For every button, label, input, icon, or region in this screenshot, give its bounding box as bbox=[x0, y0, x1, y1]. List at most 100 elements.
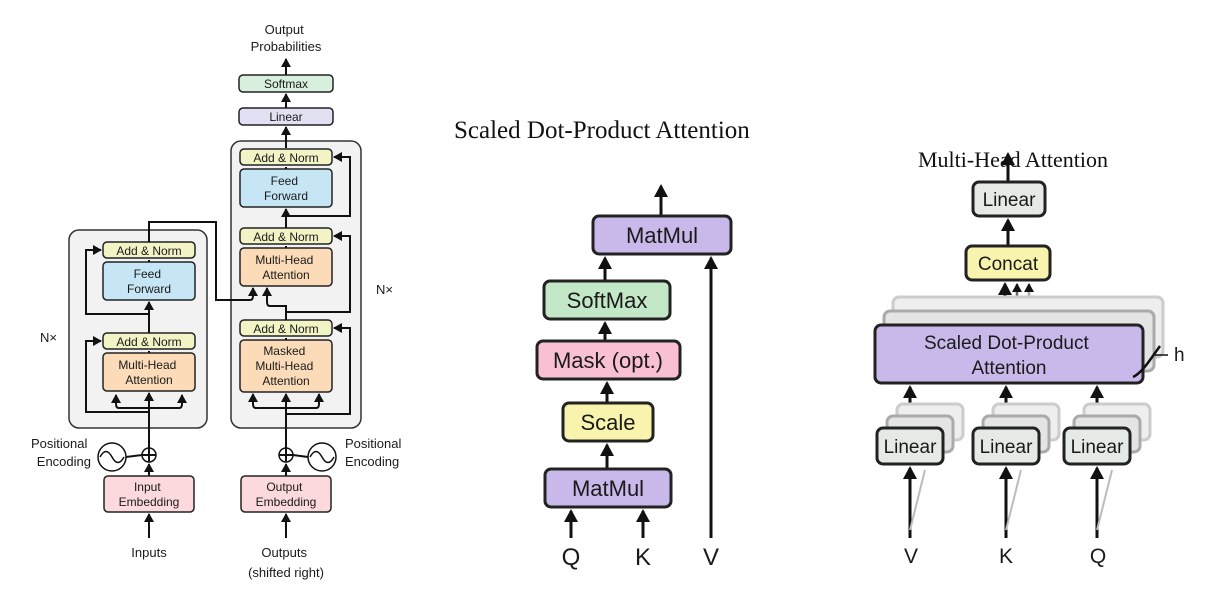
mha-linear-k bbox=[971, 426, 1041, 466]
sdpa-mask bbox=[535, 339, 682, 381]
dec-encoder-kv-1 bbox=[236, 287, 258, 301]
output-embedding-line1: Output bbox=[266, 480, 303, 494]
enc-split-right bbox=[149, 394, 187, 409]
linear-label: Linear bbox=[269, 110, 302, 124]
mha-linear-k-label: Linear bbox=[980, 437, 1033, 458]
decoder-matt-line1: Masked bbox=[263, 344, 305, 358]
mha-linear-top-label: Linear bbox=[983, 190, 1036, 211]
mha-linear-q bbox=[1062, 426, 1132, 466]
enc-split-left bbox=[111, 394, 149, 409]
dec-split-left bbox=[248, 393, 286, 409]
sdpa-v-label: V bbox=[703, 544, 719, 571]
encoder-attention-label: Multi-Head Attention bbox=[118, 358, 179, 387]
decoder-add-norm-top-label: Add & Norm bbox=[253, 151, 318, 165]
encoder-att-line2: Attention bbox=[125, 373, 172, 387]
input-embedding-line2: Embedding bbox=[119, 495, 180, 509]
sdpa-softmax bbox=[542, 279, 672, 321]
enc-residual-2 bbox=[85, 245, 149, 315]
scaled-dot-product-attention: Scaled Dot-Product Attention MatMul Soft… bbox=[454, 117, 750, 571]
linear-box bbox=[238, 107, 334, 126]
encoder-sine-wave bbox=[99, 450, 125, 464]
output-probabilities-line2: Probabilities bbox=[251, 39, 322, 54]
decoder-masked-attention-label: Masked Multi-Head Attention bbox=[255, 344, 316, 388]
decoder-matt-line2: Multi-Head bbox=[255, 359, 313, 373]
decoder-catt-line1: Multi-Head bbox=[255, 253, 313, 267]
mha-q-label: Q bbox=[1090, 545, 1106, 568]
sdpa-matmul-top-label: MatMul bbox=[626, 223, 698, 248]
encoder-container bbox=[68, 229, 208, 429]
decoder-feed-forward-label: Feed Forward bbox=[264, 174, 308, 203]
mha-sdpa-line2: Attention bbox=[972, 358, 1047, 379]
mha-linear-top bbox=[971, 180, 1047, 218]
dec-residual-1 bbox=[286, 323, 351, 415]
mha-linear-v-label: Linear bbox=[884, 437, 937, 458]
encoder-add-norm-bottom-label: Add & Norm bbox=[116, 335, 181, 349]
decoder-pe-line2: Encoding bbox=[345, 454, 399, 469]
softmax-label: Softmax bbox=[264, 77, 308, 91]
decoder-add-norm-mid-label: Add & Norm bbox=[253, 230, 318, 244]
outputs-label: Outputs (shifted right) bbox=[248, 545, 324, 580]
decoder-ff-line2: Forward bbox=[264, 189, 308, 203]
enc-to-decoder-path bbox=[148, 221, 236, 301]
mha-v-fan bbox=[909, 469, 926, 531]
outputs-line1: Outputs bbox=[261, 545, 307, 560]
decoder-pe-line1: Positional bbox=[345, 436, 401, 451]
input-embedding-line1: Input bbox=[134, 480, 161, 494]
mha-linear-q-label: Linear bbox=[1071, 437, 1124, 458]
input-embedding-label: Input Embedding bbox=[119, 480, 180, 509]
encoder-att-line1: Multi-Head bbox=[118, 358, 176, 372]
decoder-add-norm-top bbox=[239, 148, 333, 166]
multi-head-attention: Multi-Head Attention Linear Concat Scale… bbox=[873, 147, 1185, 568]
dec-residual-3 bbox=[286, 152, 351, 217]
sdpa-q-label: Q bbox=[562, 544, 581, 571]
sdpa-scale-label: Scale bbox=[580, 410, 635, 435]
dec-arrow-to-cross-attention bbox=[262, 287, 287, 320]
outputs-line2: (shifted right) bbox=[248, 565, 324, 580]
decoder-pe-connector bbox=[292, 454, 309, 458]
sdpa-softmax-label: SoftMax bbox=[567, 288, 648, 313]
output-embedding-line2: Embedding bbox=[256, 495, 317, 509]
decoder-add-norm-bottom-label: Add & Norm bbox=[253, 322, 318, 336]
sdpa-mask-label: Mask (opt.) bbox=[553, 348, 663, 373]
decoder-plus-icon bbox=[279, 448, 293, 462]
encoder-feed-forward-label: Feed Forward bbox=[127, 267, 171, 296]
mha-linear-v bbox=[875, 426, 945, 466]
sdpa-k-label: K bbox=[635, 544, 651, 571]
encoder-ff-line1: Feed bbox=[134, 267, 161, 281]
dec-split-right bbox=[286, 393, 324, 409]
mha-brace-icon bbox=[1132, 345, 1162, 379]
sdpa-scale bbox=[561, 401, 655, 443]
mha-concat-label: Concat bbox=[978, 254, 1039, 275]
decoder-cross-attention-label: Multi-Head Attention bbox=[255, 253, 316, 282]
transformer-architecture: Output Probabilities Softmax Linear Add … bbox=[31, 22, 405, 580]
decoder-positional-encoding-label: Positional Encoding bbox=[345, 436, 405, 469]
mha-v-label: V bbox=[904, 545, 918, 568]
output-probabilities-line1: Output bbox=[265, 22, 304, 37]
decoder-ff-line1: Feed bbox=[271, 174, 298, 188]
mha-q-fan bbox=[1096, 469, 1113, 531]
encoder-nx-label: N× bbox=[40, 330, 57, 345]
sdpa-matmul-bottom-label: MatMul bbox=[572, 476, 644, 501]
mha-concat bbox=[964, 244, 1052, 282]
encoder-pe-connector bbox=[125, 454, 143, 458]
mha-k-fan bbox=[1005, 469, 1022, 531]
decoder-matt-line3: Attention bbox=[262, 374, 309, 388]
mha-sdpa-box bbox=[873, 323, 1145, 385]
decoder-nx-label: N× bbox=[376, 282, 393, 297]
output-embedding-label: Output Embedding bbox=[256, 480, 317, 509]
mha-h-label: h bbox=[1174, 345, 1185, 366]
encoder-ff-line2: Forward bbox=[127, 282, 171, 296]
output-embedding-box bbox=[240, 475, 332, 513]
encoder-add-norm-top-label: Add & Norm bbox=[116, 244, 181, 258]
encoder-positional-encoding-label: Positional Encoding bbox=[31, 436, 91, 469]
decoder-catt-line2: Attention bbox=[262, 268, 309, 282]
enc-residual-1 bbox=[85, 336, 149, 413]
scaled-attention-title: Scaled Dot-Product Attention bbox=[454, 117, 750, 144]
decoder-sine-wave bbox=[309, 450, 335, 464]
encoder-pe-line1: Positional bbox=[31, 436, 87, 451]
sdpa-matmul-top bbox=[591, 214, 733, 256]
multihead-title: Multi-Head Attention bbox=[918, 147, 1108, 172]
softmax-box bbox=[238, 74, 334, 93]
sdpa-matmul-bottom bbox=[543, 467, 673, 509]
